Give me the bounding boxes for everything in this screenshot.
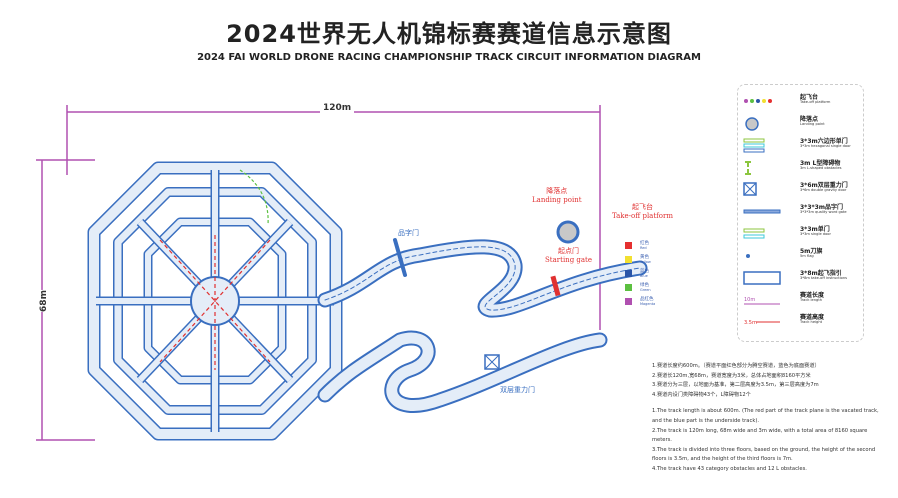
notes-english: 1.The track length is about 600m. (The r… <box>652 408 879 472</box>
l-obstacle-icon <box>745 161 751 175</box>
octagon-track <box>87 161 343 441</box>
flag-icon <box>746 254 750 258</box>
title-english: 2024 FAI WORLD DRONE RACING CHAMPIONSHIP… <box>197 52 701 63</box>
s-track <box>317 238 648 413</box>
svg-text:3.5m: 3.5m <box>744 320 757 326</box>
hexagonal-door-icon <box>743 138 765 153</box>
width-dimension: 120m <box>320 103 355 113</box>
height-dimension: 68m <box>38 290 49 312</box>
gravity-door-icon <box>743 182 757 196</box>
quality-gate-icon <box>743 209 781 214</box>
track-height-icon: 3.5m <box>744 320 780 326</box>
landing-point <box>556 220 580 244</box>
svg-text:10m: 10m <box>744 297 755 303</box>
single-door-icon <box>743 228 765 239</box>
landing-point-icon <box>745 117 759 131</box>
quality-gate-label: 品字门 <box>398 229 419 237</box>
track-length-icon: 10m <box>744 297 780 305</box>
takeoff-guide-icon <box>743 271 781 285</box>
takeoff-platform-icon <box>744 99 772 103</box>
notes: 1.赛道长度约600m。（赛道平面红色部分为腾空赛道，蓝色为底面赛道） 2.赛道… <box>652 362 884 475</box>
title-chinese: 2024世界无人机锦标赛赛道信息示意图 <box>226 20 672 48</box>
starting-gate <box>550 275 561 297</box>
notes-chinese: 1.赛道长度约600m。（赛道平面红色部分为腾空赛道，蓝色为底面赛道） 2.赛道… <box>652 363 820 398</box>
gravity-door-label: 双层重力门 <box>500 386 535 394</box>
